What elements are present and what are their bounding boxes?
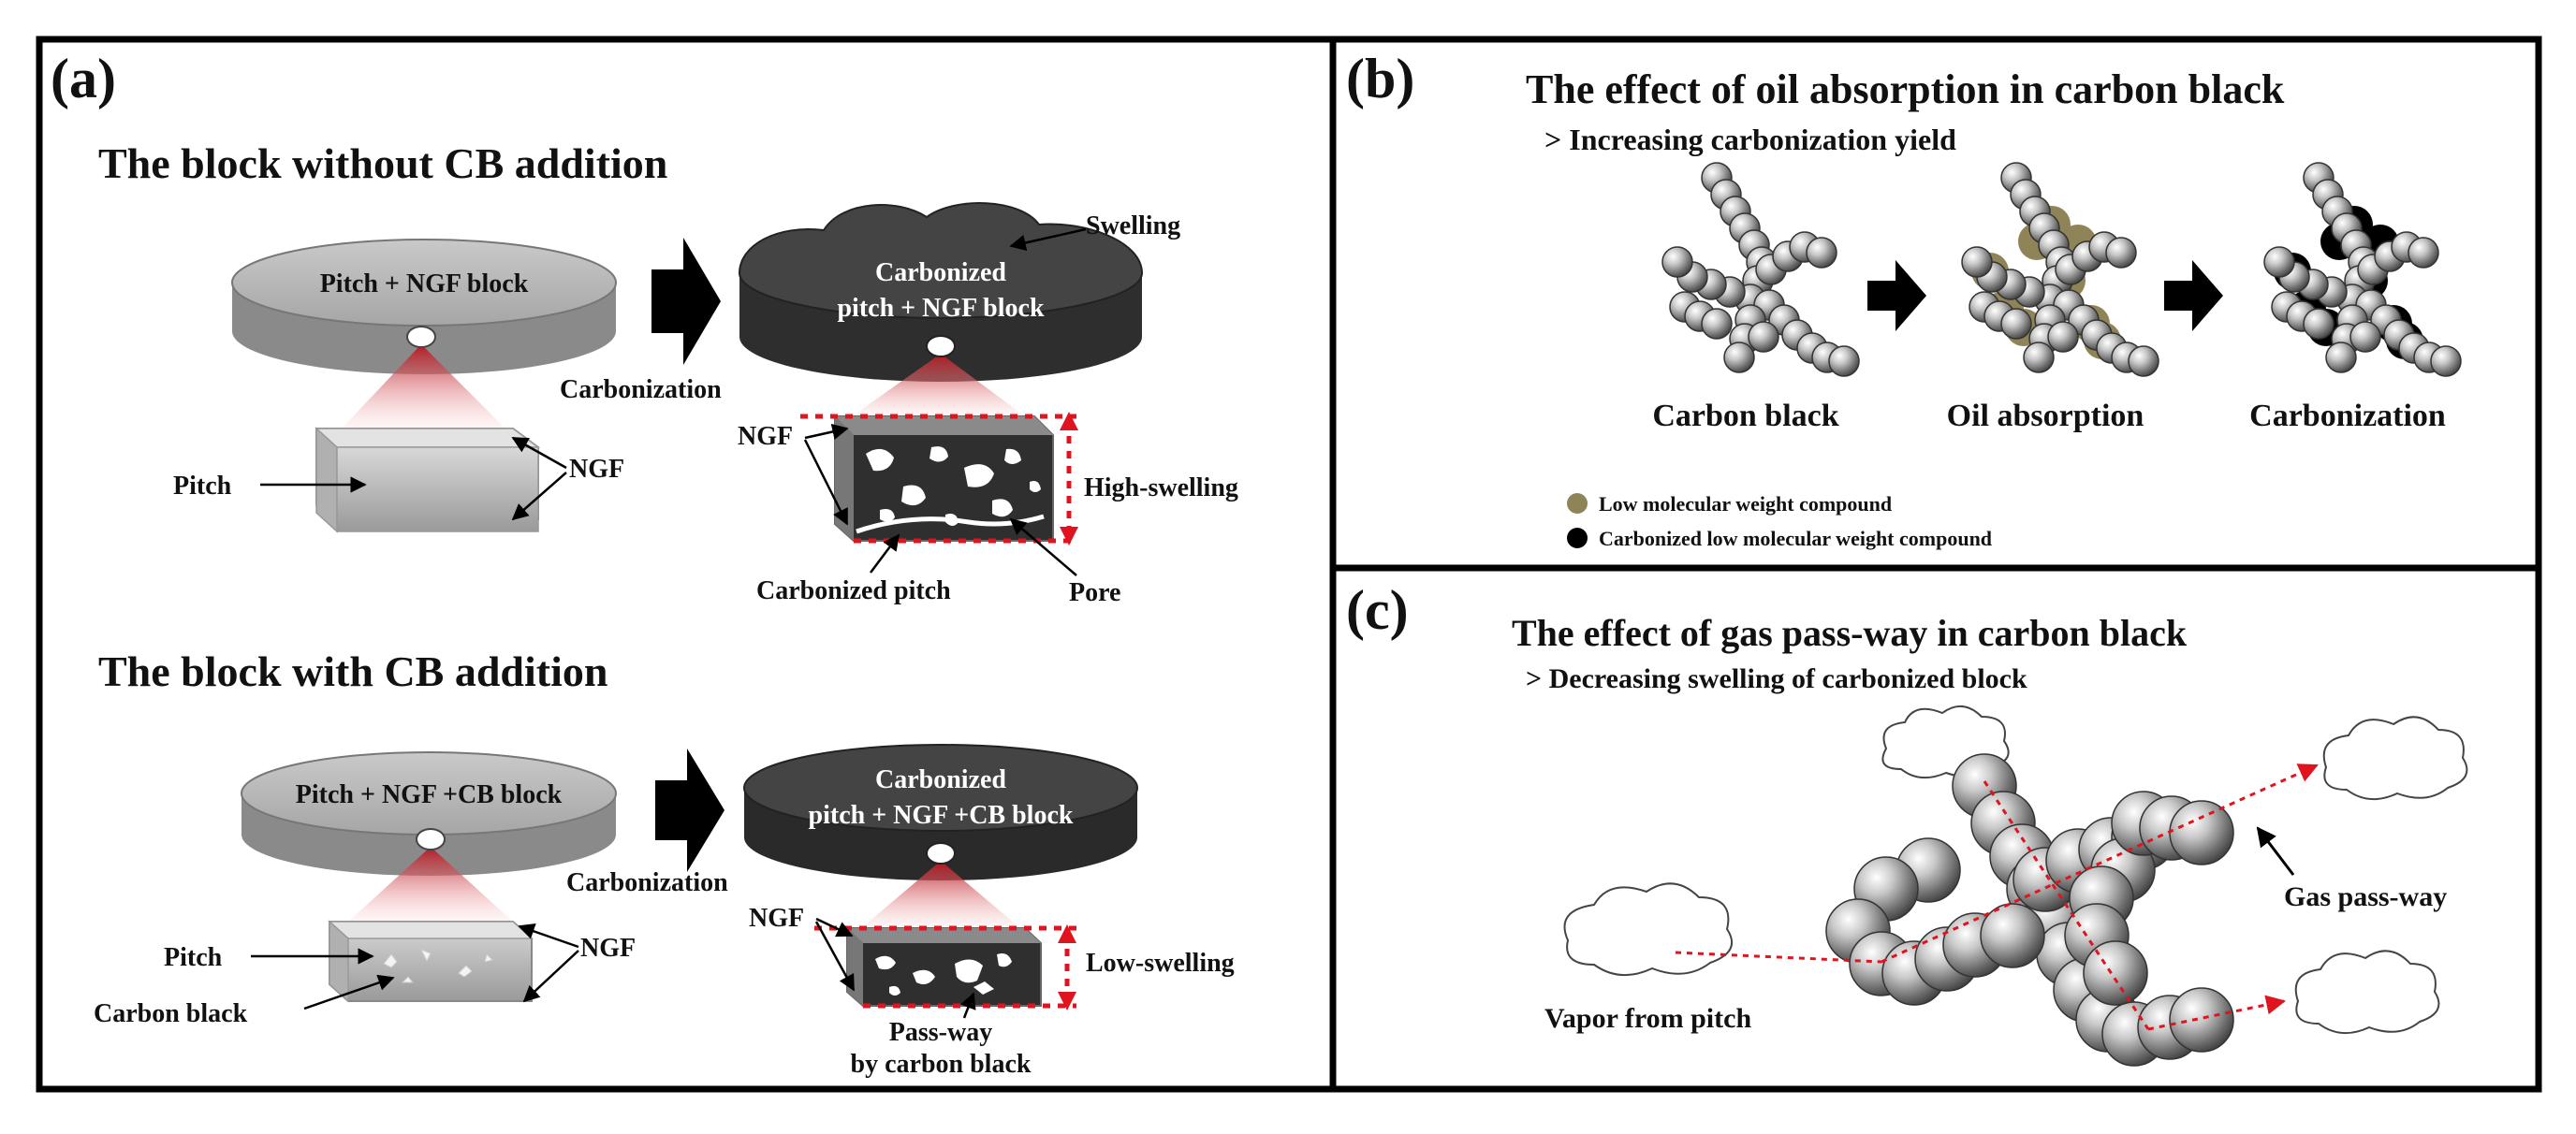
sphere xyxy=(1701,308,1733,340)
legend-oil-label: Low molecular weight compound xyxy=(1599,492,1892,516)
panel-b-title: The effect of oil absorption in carbon b… xyxy=(1526,66,2285,112)
stage-arrow-2 xyxy=(2164,260,2223,331)
ngf-label-bottom-left: NGF xyxy=(580,934,636,963)
sphere xyxy=(1828,345,1860,377)
stage-carbon-black: Carbon black xyxy=(1652,399,1838,433)
cloud-right-bottom xyxy=(2294,950,2440,1034)
carbonized-pitch-label: Carbonized pitch xyxy=(756,576,951,605)
sphere xyxy=(2349,321,2381,353)
pitch-label-bottom: Pitch xyxy=(164,943,223,972)
legend-carbonized-label: Carbonized low molecular weight compound xyxy=(1599,527,1992,550)
pitch-prism xyxy=(315,427,541,533)
legend-oil-dot xyxy=(1567,493,1588,514)
carbonization-label-bottom: Carbonization xyxy=(566,868,728,897)
carbonized-label-bottom-2: pitch + NGF +CB block xyxy=(809,801,1074,830)
carbonized-label-bottom-1: Carbonized xyxy=(875,765,1006,794)
pitch-label: Pitch xyxy=(173,472,232,501)
panel-a-tag: (a) xyxy=(51,48,116,109)
panel-c-frame xyxy=(1329,564,2542,1093)
oil-absorption-cluster xyxy=(1961,162,2159,377)
sphere xyxy=(2169,800,2234,865)
sphere xyxy=(2169,987,2234,1053)
panel-a-bottom-heading: The block with CB addition xyxy=(98,647,607,695)
low-swelling-block xyxy=(846,927,1042,1007)
carbonized-label-top-2: pitch + NGF block xyxy=(837,294,1044,323)
sphere xyxy=(1723,342,1755,373)
ngf-label-top-left: NGF xyxy=(569,455,624,484)
glow-beam-carbonized xyxy=(852,354,1025,416)
carbonization-cluster xyxy=(2263,162,2462,377)
panel-a-top-heading: The block without CB addition xyxy=(98,139,667,187)
pitch-block-label: Pitch + NGF block xyxy=(320,269,529,298)
passway-label-2: by carbon black xyxy=(851,1050,1032,1079)
sphere xyxy=(1961,246,1993,278)
cloud-vapor xyxy=(1563,882,1733,977)
stage-arrow-1 xyxy=(1867,260,1926,331)
sphere xyxy=(2128,345,2159,377)
glow-beam xyxy=(342,344,505,429)
carbonized-label-top-1: Carbonized xyxy=(875,258,1006,287)
gas-passway-cluster xyxy=(1825,753,2234,1067)
pitch-ngf-disk xyxy=(231,239,617,374)
stage-carbonization: Carbonization xyxy=(2249,399,2446,433)
panel-a-frame xyxy=(36,36,1337,1093)
gas-flow-arrows xyxy=(1675,763,2319,1031)
ngf-label-bottom-right: NGF xyxy=(749,904,804,933)
carbonized-cb-disk xyxy=(743,744,1138,880)
gas-passway-label: Gas pass-way xyxy=(2284,881,2447,912)
carbonization-arrow-top xyxy=(651,238,721,365)
carbonization-label-top: Carbonization xyxy=(560,375,722,404)
sphere xyxy=(2263,246,2295,278)
panel-b-subtitle: > Increasing carbonization yield xyxy=(1544,123,1956,156)
panel-b-tag: (b) xyxy=(1346,48,1414,109)
cloud-right-top xyxy=(2322,716,2468,800)
carbonized-disk-swollen xyxy=(738,202,1144,382)
ngf-label-top-right: NGF xyxy=(738,422,793,451)
sphere xyxy=(1806,237,1837,269)
vapor-label: Vapor from pitch xyxy=(1544,1003,1751,1034)
sphere xyxy=(1980,903,2045,968)
panel-c-tag: (c) xyxy=(1346,579,1409,641)
sphere xyxy=(2303,308,2334,340)
pore-label: Pore xyxy=(1069,578,1120,607)
sample-spot xyxy=(406,326,436,348)
carbon-black-label: Carbon black xyxy=(94,999,248,1028)
legend-carbonized-dot xyxy=(1567,528,1588,548)
sphere xyxy=(1748,321,1779,353)
pitch-cb-block-label: Pitch + NGF +CB block xyxy=(296,780,563,809)
high-swelling-block xyxy=(834,415,1054,542)
panel-c-subtitle: > Decreasing swelling of carbonized bloc… xyxy=(1526,663,2027,694)
swelling-label: Swelling xyxy=(1086,211,1180,240)
sphere xyxy=(1661,246,1693,278)
passway-label-1: Pass-way xyxy=(889,1018,992,1047)
sphere xyxy=(2430,345,2462,377)
sphere xyxy=(2023,342,2055,373)
sphere xyxy=(2105,237,2137,269)
carbon-black-cluster xyxy=(1661,162,1860,377)
high-swelling-label: High-swelling xyxy=(1084,473,1238,502)
panel-c-title: The effect of gas pass-way in carbon bla… xyxy=(1512,612,2188,654)
sphere xyxy=(2000,308,2032,340)
carbonization-arrow-bottom xyxy=(655,749,724,872)
low-swelling-label: Low-swelling xyxy=(1086,949,1235,978)
sphere xyxy=(2083,940,2148,1006)
sphere xyxy=(2047,321,2079,353)
stage-oil-absorption: Oil absorption xyxy=(1947,399,2144,433)
sphere xyxy=(2408,237,2439,269)
sphere xyxy=(2325,342,2357,373)
